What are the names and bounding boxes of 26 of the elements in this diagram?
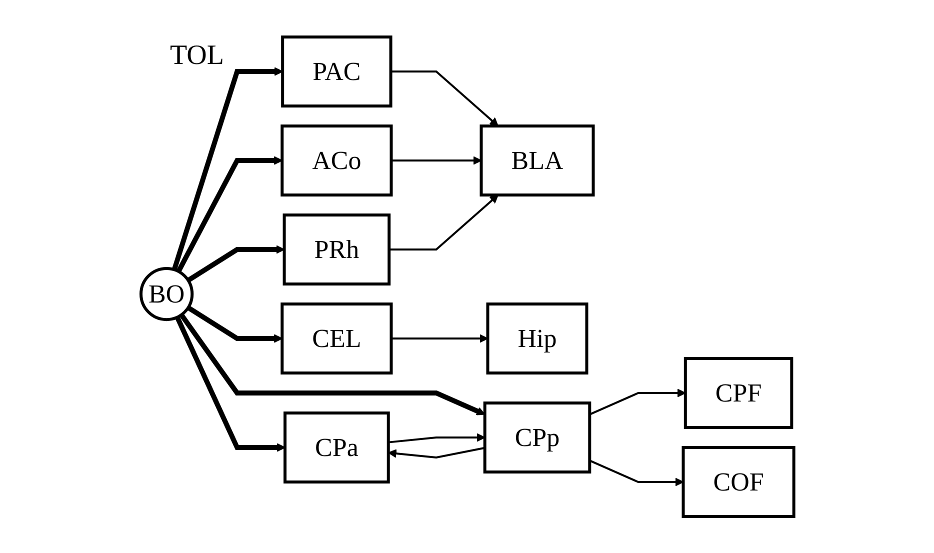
arrow — [390, 334, 488, 343]
node-box: CPF — [683, 356, 793, 429]
node-box: COF — [681, 446, 795, 518]
arrow — [178, 313, 485, 415]
arrow — [171, 66, 283, 270]
arrow — [588, 388, 686, 416]
node-box: CEL — [280, 302, 392, 374]
node-box: Hip — [486, 302, 588, 374]
node-box: BLA — [479, 124, 594, 196]
node-box: PAC — [280, 35, 392, 108]
arrow — [388, 446, 485, 458]
arrow — [186, 244, 284, 282]
node-box: ACo — [280, 124, 392, 196]
arrow — [390, 70, 498, 126]
arrow — [388, 194, 498, 250]
node-box: PRh — [282, 213, 390, 286]
arrow — [588, 459, 684, 486]
arrow — [388, 432, 485, 444]
arrow — [186, 305, 282, 343]
arrow — [174, 316, 285, 452]
node-box: CPa — [283, 411, 390, 484]
node-box: CPp — [482, 401, 591, 474]
tract-label: TOL — [170, 40, 224, 72]
arrow — [176, 156, 282, 272]
node-circle: BO — [139, 266, 194, 321]
arrow — [390, 156, 482, 165]
